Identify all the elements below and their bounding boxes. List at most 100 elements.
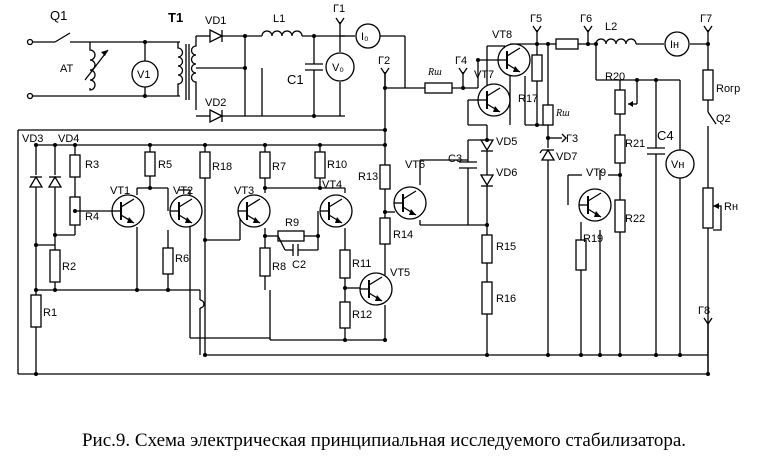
label-r15: R15: [496, 241, 516, 253]
inductor-l2: [595, 38, 637, 45]
resistor-r7: [259, 151, 271, 179]
transistor-vt7: [477, 83, 511, 117]
rectifier-filter: [205, 22, 425, 124]
label-vd5: VD5: [496, 136, 517, 148]
label-vh: Vн: [671, 159, 684, 171]
transistor-vt5: [359, 272, 393, 306]
transformer-secondary: [190, 36, 197, 110]
resistor-r16: [481, 281, 493, 315]
label-vt6: VT6: [405, 159, 425, 171]
resistor-rogr: [702, 69, 714, 101]
label-vd2: VD2: [205, 97, 226, 109]
label-r5: R5: [158, 159, 172, 171]
transformer-primary: [177, 42, 184, 96]
transistor-vt6: [393, 186, 427, 220]
transistor-vt4: [319, 194, 353, 228]
resistor-rsh3: [542, 104, 554, 126]
label-r22: R22: [625, 213, 645, 225]
label-v1: V1: [137, 69, 150, 81]
label-vt5: VT5: [390, 267, 410, 279]
reference-chain: [459, 125, 548, 356]
label-vt7: VT7: [474, 69, 494, 81]
label-at: AT: [60, 63, 74, 75]
transistor-vt1: [111, 194, 145, 228]
resistor-r14: [379, 217, 391, 245]
label-g4: Г4: [455, 55, 467, 67]
label-g3: Г3: [566, 133, 578, 145]
resistor-rh: [702, 187, 714, 229]
label-r10: R10: [327, 159, 347, 171]
label-r2: R2: [62, 261, 76, 273]
resistor-r6: [162, 247, 174, 275]
label-r17: R17: [518, 93, 538, 105]
label-r1: R1: [43, 307, 57, 319]
label-g8: Г8: [698, 305, 710, 317]
transistor-vt3: [237, 194, 271, 228]
resistor-r8: [259, 247, 271, 277]
label-vd6: VD6: [496, 167, 517, 179]
circuit-schematic: Q1 T1 AT V1 VD1 VD2 L1 C1 Г1 I₀ V₀ Г2 Rш…: [17, 3, 740, 376]
label-rogr: Rогр: [716, 83, 740, 95]
label-t1: T1: [168, 10, 183, 25]
label-rsh: Rш: [427, 67, 442, 78]
label-g5: Г5: [530, 13, 542, 25]
zener-vd4: [47, 175, 63, 188]
label-v0: V₀: [332, 62, 344, 74]
resistor-rsh: [424, 82, 453, 94]
ammeter-i0: [355, 23, 381, 49]
voltmeter-v0: [325, 52, 355, 82]
label-rh: Rн: [724, 201, 738, 213]
resistor-r12: [339, 301, 351, 329]
switch-q2: [707, 111, 717, 125]
label-vd3: VD3: [22, 133, 43, 145]
label-r19: R19: [583, 233, 603, 245]
transistor-vt8: [497, 43, 531, 77]
label-vd1: VD1: [205, 15, 226, 27]
voltmeter-v1: [131, 60, 159, 88]
label-q2: Q2: [716, 113, 731, 125]
resistor-r10: [314, 151, 326, 179]
label-g2: Г2: [378, 55, 390, 67]
resistor-r18: [199, 151, 211, 179]
label-r21: R21: [625, 138, 645, 150]
label-vt1: VT1: [110, 185, 130, 197]
autotransformer-coil: [89, 42, 96, 91]
label-i0: I₀: [361, 31, 369, 43]
junctions: [34, 42, 710, 376]
label-vt4: VT4: [322, 179, 342, 191]
test-points: [335, 17, 713, 326]
resistor-r22: [614, 199, 626, 233]
label-r13: R13: [358, 171, 378, 183]
label-ih: Iн: [670, 39, 679, 51]
inductor-l1: [261, 30, 303, 37]
resistor-r15: [481, 234, 493, 264]
resistor-r21: [614, 134, 626, 164]
label-vt3: VT3: [234, 185, 254, 197]
label-r6: R6: [175, 253, 189, 265]
component-labels: Q1 T1 AT V1 VD1 VD2 L1 C1 Г1 I₀ V₀ Г2 Rш…: [22, 3, 740, 321]
resistor-r17: [531, 54, 543, 82]
zener-vd7: [540, 148, 556, 161]
label-r7: R7: [272, 161, 286, 173]
label-g6: Г6: [580, 13, 592, 25]
resistor-r5: [144, 151, 156, 177]
label-rsh2: Rш: [555, 108, 570, 119]
switch-q1: [54, 32, 71, 43]
label-vd7: VD7: [556, 151, 577, 163]
figure-caption: Рис.9. Схема электрическая принципиальна…: [81, 430, 687, 451]
label-l2: L2: [605, 21, 617, 33]
transistor-vt2: [169, 194, 203, 228]
resistor-r9: [277, 230, 305, 242]
resistor-r1: [30, 294, 42, 328]
ammeter-ih: [664, 31, 690, 57]
label-r4: R4: [85, 211, 99, 223]
label-c3: C3: [448, 153, 462, 165]
label-r9: R9: [285, 217, 299, 229]
label-vd4: VD4: [58, 133, 79, 145]
resistor-r3: [69, 154, 81, 178]
voltmeter-vh: [665, 149, 695, 179]
resistor-r20: [614, 89, 626, 115]
label-r20: R20: [605, 71, 625, 83]
output-stage: [424, 30, 722, 374]
label-r18: R18: [212, 161, 232, 173]
